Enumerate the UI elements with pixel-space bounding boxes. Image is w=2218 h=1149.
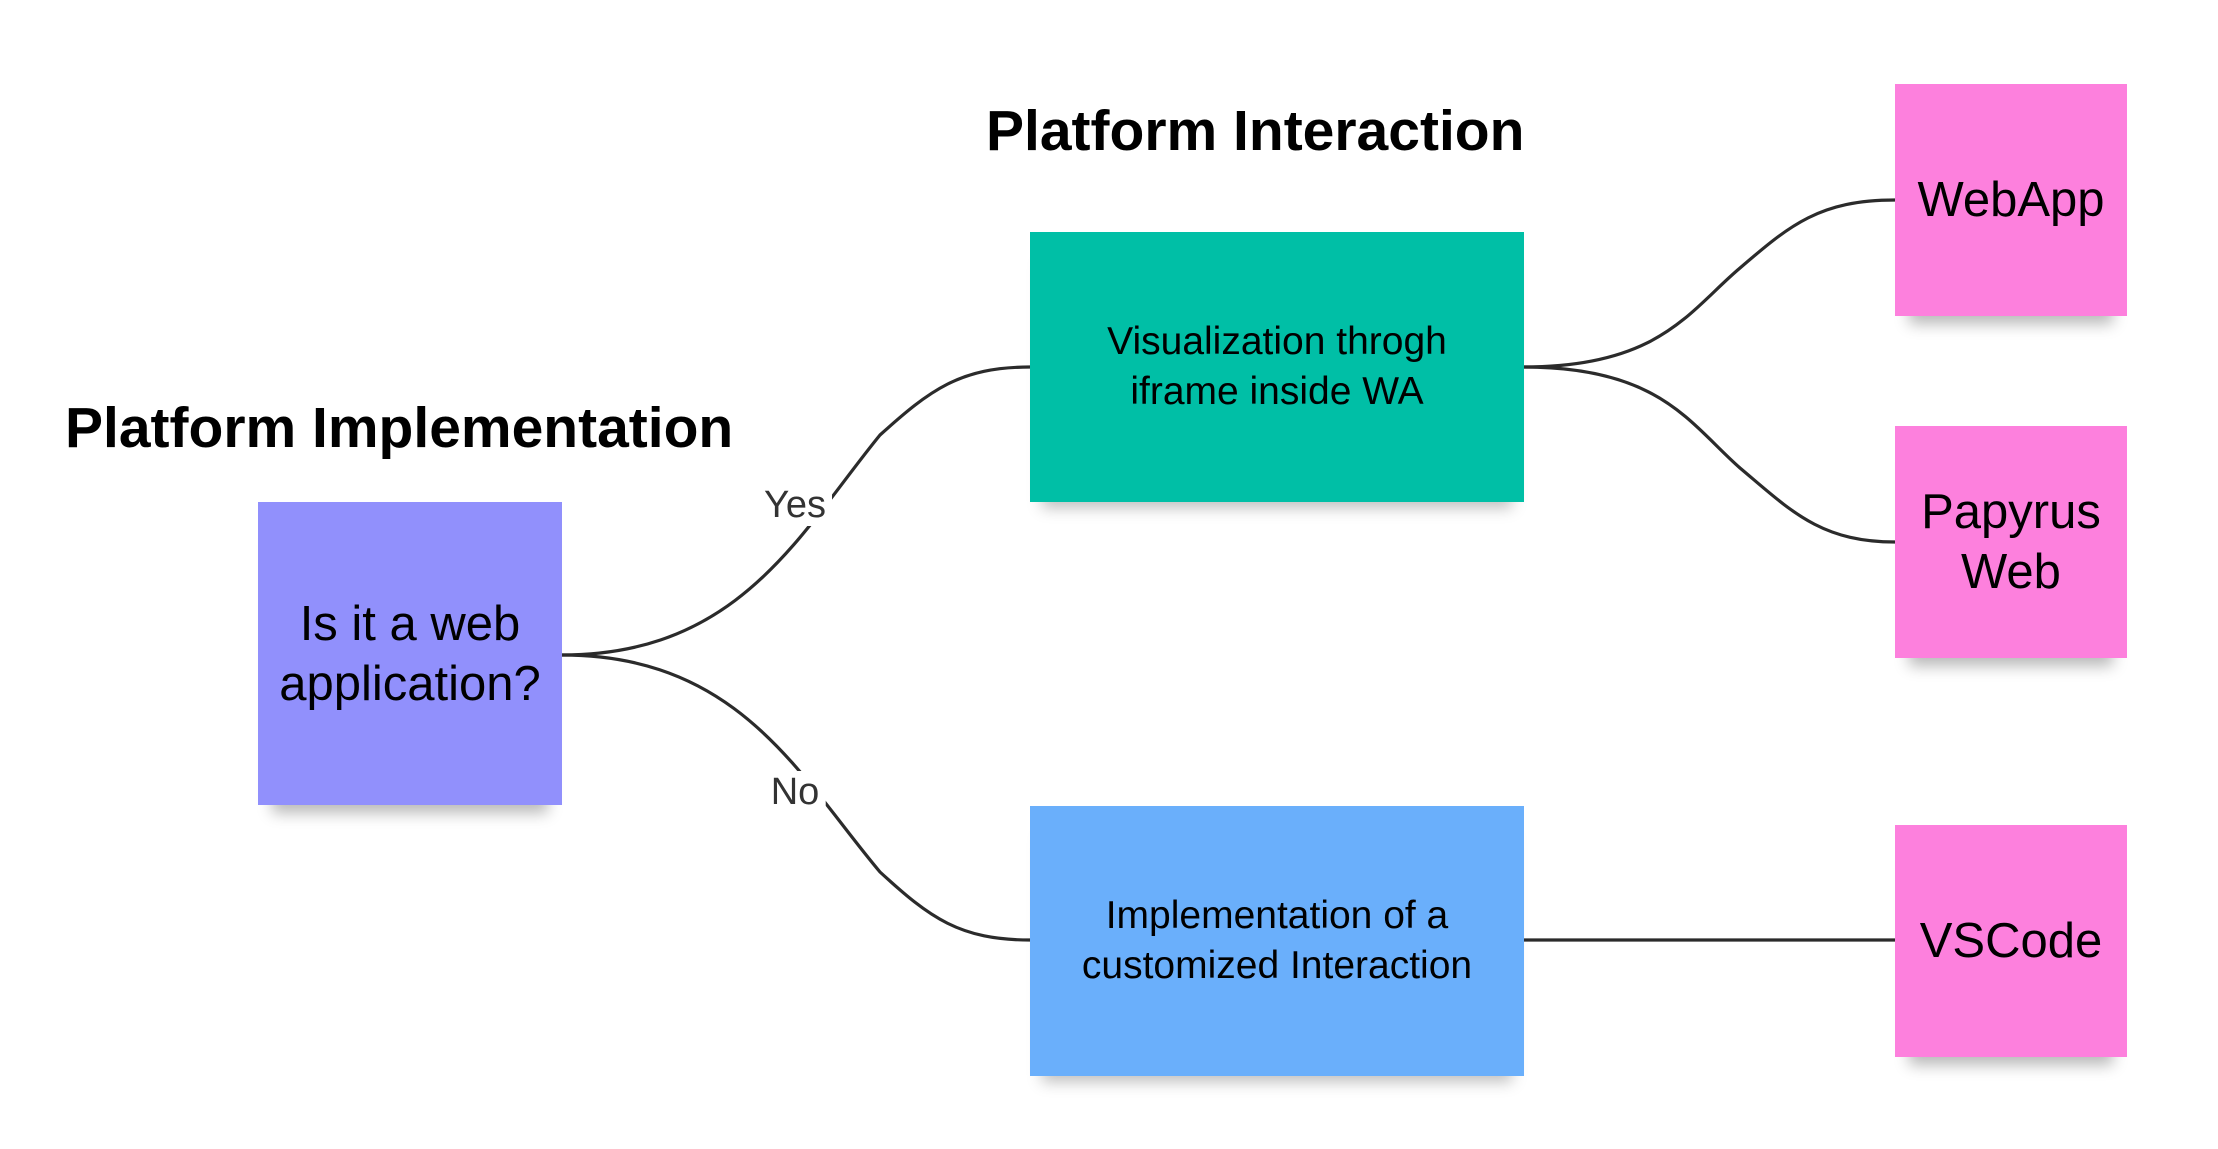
edge-label-no: No — [764, 771, 826, 813]
node-visualization-iframe-text: Visualization throgh iframe inside WA — [1107, 317, 1447, 417]
node-text-line: iframe inside WA — [1130, 370, 1424, 413]
node-text-line: customized Interaction — [1081, 944, 1473, 987]
node-vscode[interactable]: VSCode — [1895, 825, 2127, 1057]
edge-iframe-papyrus — [1523, 365, 1896, 544]
node-text-line: Is it a web — [299, 596, 521, 651]
node-text-line: Web — [1961, 545, 2061, 599]
node-papyrus-web-text: Papyrus Web — [1921, 482, 2101, 602]
node-visualization-iframe[interactable]: Visualization throgh iframe inside WA — [1030, 232, 1524, 502]
node-papyrus-web[interactable]: Papyrus Web — [1895, 426, 2127, 658]
node-text-line: application? — [279, 656, 541, 711]
node-text-line: Visualization throgh — [1107, 320, 1447, 363]
node-vscode-text: VSCode — [1919, 914, 2103, 968]
edge-iframe-webapp — [1523, 198, 1896, 369]
node-customized-interaction-text: Implementation of a customized Interacti… — [1082, 891, 1472, 991]
heading-platform-interaction: Platform Interaction — [986, 99, 1525, 163]
edge-label-yes: Yes — [758, 484, 832, 526]
node-webapp[interactable]: WebApp — [1895, 84, 2127, 316]
heading-platform-implementation: Platform Implementation — [65, 396, 734, 460]
node-webapp-text: WebApp — [1917, 173, 2105, 227]
node-customized-interaction[interactable]: Implementation of a customized Interacti… — [1030, 806, 1524, 1076]
edge-yes — [561, 365, 1031, 657]
node-text-line: Papyrus — [1921, 485, 2101, 539]
node-is-web-application[interactable]: Is it a web application? — [258, 502, 562, 805]
node-text-line: Implementation of a — [1105, 894, 1449, 937]
node-is-web-application-text: Is it a web application? — [279, 594, 541, 714]
edge-no — [561, 653, 1031, 942]
